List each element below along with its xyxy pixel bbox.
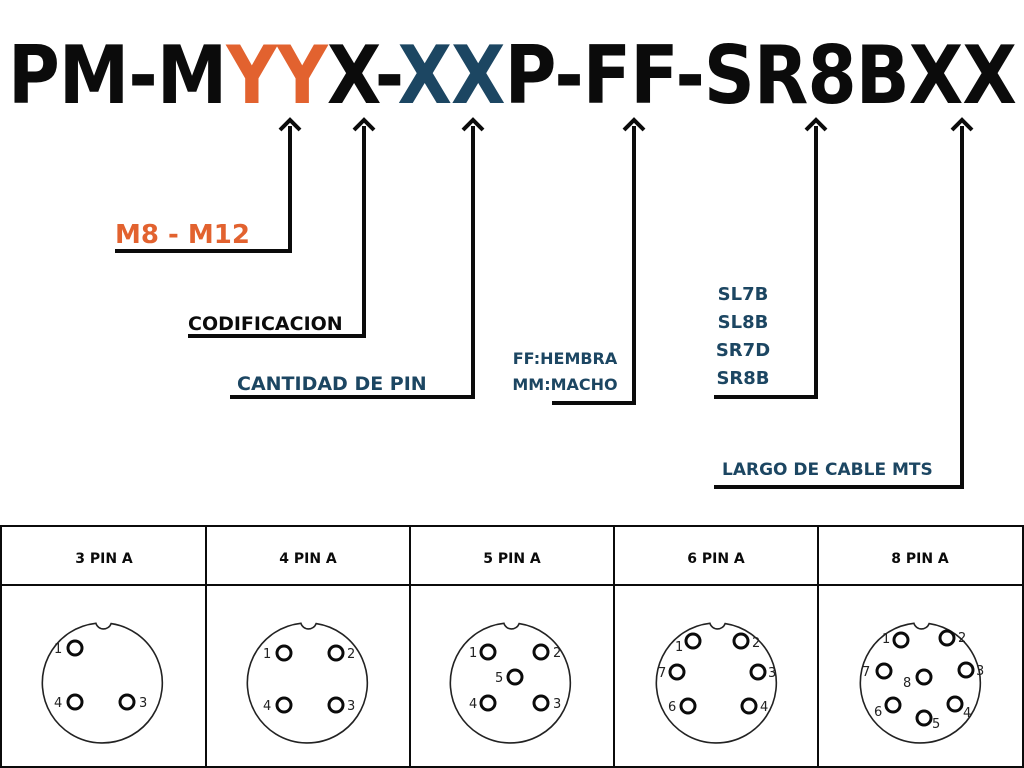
- pin-label: 1: [675, 640, 683, 655]
- pin-8p-5: [915, 709, 933, 727]
- pin-5p-4: [479, 694, 497, 712]
- pin-label: 1: [263, 647, 271, 662]
- pin-8p-3: [957, 661, 975, 679]
- pin-3p-3: [118, 693, 136, 711]
- pin-label: 5: [932, 717, 940, 732]
- pin-label: 3: [768, 666, 776, 681]
- pin-6p-1: [684, 632, 702, 650]
- connector-5-pin-outline: [449, 622, 572, 744]
- leader-types: [714, 126, 818, 399]
- label-type-sr7d: SR7D: [716, 340, 770, 361]
- label-gender-male: MM:MACHO: [512, 375, 617, 394]
- pin-8p-7: [875, 662, 893, 680]
- pin-6p-6: [679, 697, 697, 715]
- code-segment-size: YY: [225, 29, 328, 122]
- pin-8p-6: [884, 696, 902, 714]
- pin-3p-1: [66, 639, 84, 657]
- pin-label: 7: [862, 665, 870, 680]
- header-4-pin: 4 PIN A: [279, 551, 337, 567]
- label-size: M8 - M12: [115, 220, 250, 250]
- leader-cable-length: [714, 126, 964, 489]
- pin-label: 4: [963, 706, 971, 721]
- pin-label: 2: [347, 647, 355, 662]
- pin-label: 4: [263, 699, 271, 714]
- leader-size: [115, 126, 292, 253]
- pin-6p-4: [740, 697, 758, 715]
- arrowhead-icon: [461, 117, 485, 132]
- pin-label: 2: [958, 631, 966, 646]
- pin-6p-3: [749, 663, 767, 681]
- arrowhead-icon: [950, 117, 974, 132]
- table-border: [0, 525, 1024, 768]
- leader-gender: [552, 126, 636, 405]
- connector-8-pin-outline: [859, 622, 982, 744]
- arrowheads: [278, 117, 974, 132]
- pin-label: 6: [668, 700, 676, 715]
- pin-5p-3: [532, 694, 550, 712]
- code-segment-coding: X-: [327, 29, 400, 122]
- code-segment-pins: XX: [397, 29, 505, 122]
- pin-label: 1: [469, 646, 477, 661]
- connector-3-pin-outline: [41, 622, 164, 744]
- pin-label: 2: [553, 646, 561, 661]
- pin-label: 4: [760, 700, 768, 715]
- header-6-pin: 6 PIN A: [687, 551, 745, 567]
- pin-5p-5: [506, 668, 524, 686]
- arrowhead-icon: [622, 117, 646, 132]
- connector-4-pin-outline: [246, 622, 369, 744]
- connector-pins: [66, 629, 975, 727]
- pin-4p-4: [275, 696, 293, 714]
- header-5-pin: 5 PIN A: [483, 551, 541, 567]
- pin-4p-1: [275, 644, 293, 662]
- pin-label: 3: [347, 699, 355, 714]
- label-coding: CODIFICACION: [188, 313, 343, 335]
- pin-5p-2: [532, 643, 550, 661]
- leader-coding: [188, 126, 366, 338]
- pin-label: 3: [553, 697, 561, 712]
- pin-3p-4: [66, 693, 84, 711]
- connector-6-pin-outline: [655, 622, 778, 744]
- pin-8p-2: [938, 629, 956, 647]
- pin-6p-2: [732, 632, 750, 650]
- pin-label: 8: [903, 676, 911, 691]
- pin-label: 4: [54, 696, 62, 711]
- label-type-sr8b: SR8B: [716, 368, 769, 389]
- code-segment-prefix: PM-M: [8, 29, 226, 122]
- pin-5p-1: [479, 643, 497, 661]
- label-gender-female: FF:HEMBRA: [513, 349, 618, 368]
- label-type-sl7b: SL7B: [718, 284, 769, 305]
- pin-label: 6: [874, 705, 882, 720]
- pin-label: 3: [139, 696, 147, 711]
- part-number-code: PM-MYYX-XXP-FF-SR8BXX: [8, 29, 1016, 122]
- pin-label: 1: [882, 632, 890, 647]
- code-segment-suffix: P-FF-SR8BXX: [505, 29, 1017, 122]
- arrowhead-icon: [352, 117, 376, 132]
- pin-label: 3: [976, 664, 984, 679]
- arrowhead-icon: [278, 117, 302, 132]
- pin-label: 4: [469, 697, 477, 712]
- label-pin-count: CANTIDAD DE PIN: [237, 373, 427, 395]
- callout-lines: [115, 126, 964, 489]
- pin-label: 5: [495, 671, 503, 686]
- connectors: [41, 622, 982, 744]
- pin-4p-3: [327, 696, 345, 714]
- pin-label: 1: [54, 642, 62, 657]
- header-3-pin: 3 PIN A: [75, 551, 133, 567]
- header-8-pin: 8 PIN A: [891, 551, 949, 567]
- arrowhead-icon: [804, 117, 828, 132]
- pin-labels: 1 4 3 1 2 4 3 1 2 5 4 3 1 2 7 3 6 4 1 2 …: [54, 631, 984, 732]
- label-cable-length: LARGO DE CABLE MTS: [722, 460, 933, 480]
- pin-6p-7: [668, 663, 686, 681]
- label-type-sl8b: SL8B: [718, 312, 769, 333]
- pin-4p-2: [327, 644, 345, 662]
- pin-8p-1: [892, 631, 910, 649]
- pin-label: 7: [658, 666, 666, 681]
- pin-label: 2: [752, 636, 760, 651]
- pin-table: 3 PIN A 4 PIN A 5 PIN A 6 PIN A 8 PIN A: [0, 525, 1024, 768]
- pin-8p-4: [946, 695, 964, 713]
- leader-pin-count: [230, 126, 475, 399]
- pin-8p-8: [915, 668, 933, 686]
